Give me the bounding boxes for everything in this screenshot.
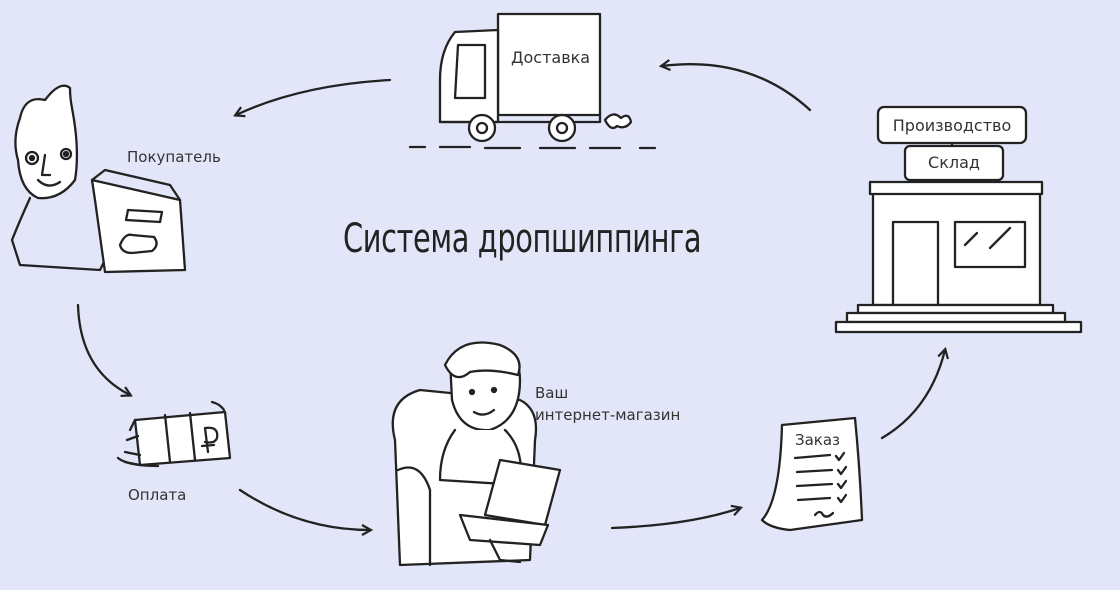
truck-icon — [408, 12, 657, 150]
arrow-delivery-to-buyer — [236, 78, 392, 115]
money-icon — [116, 400, 232, 468]
shop-owner-figure — [391, 341, 562, 567]
store-building — [834, 105, 1083, 334]
arrow-shop-to-order — [610, 508, 740, 530]
shop-label-line2: интернет-магазин — [535, 406, 681, 424]
buyer-label: Покупатель — [127, 148, 221, 166]
delivery-label: Доставка — [511, 48, 591, 67]
order-document-icon — [760, 416, 864, 532]
production-sign: Производство — [892, 116, 1012, 135]
buyer-figure — [10, 84, 187, 274]
arrow-order-to-store — [880, 350, 945, 440]
payment-label: Оплата — [128, 486, 187, 504]
arrow-store-to-delivery — [662, 64, 812, 112]
arrow-payment-to-shop — [238, 488, 370, 530]
diagram-title: Система дропшиппинга — [343, 216, 702, 262]
warehouse-sign: Склад — [928, 153, 980, 172]
order-label: Заказ — [795, 431, 841, 449]
arrow-buyer-to-payment — [76, 303, 130, 395]
shop-label-line1: Ваш — [535, 384, 569, 402]
